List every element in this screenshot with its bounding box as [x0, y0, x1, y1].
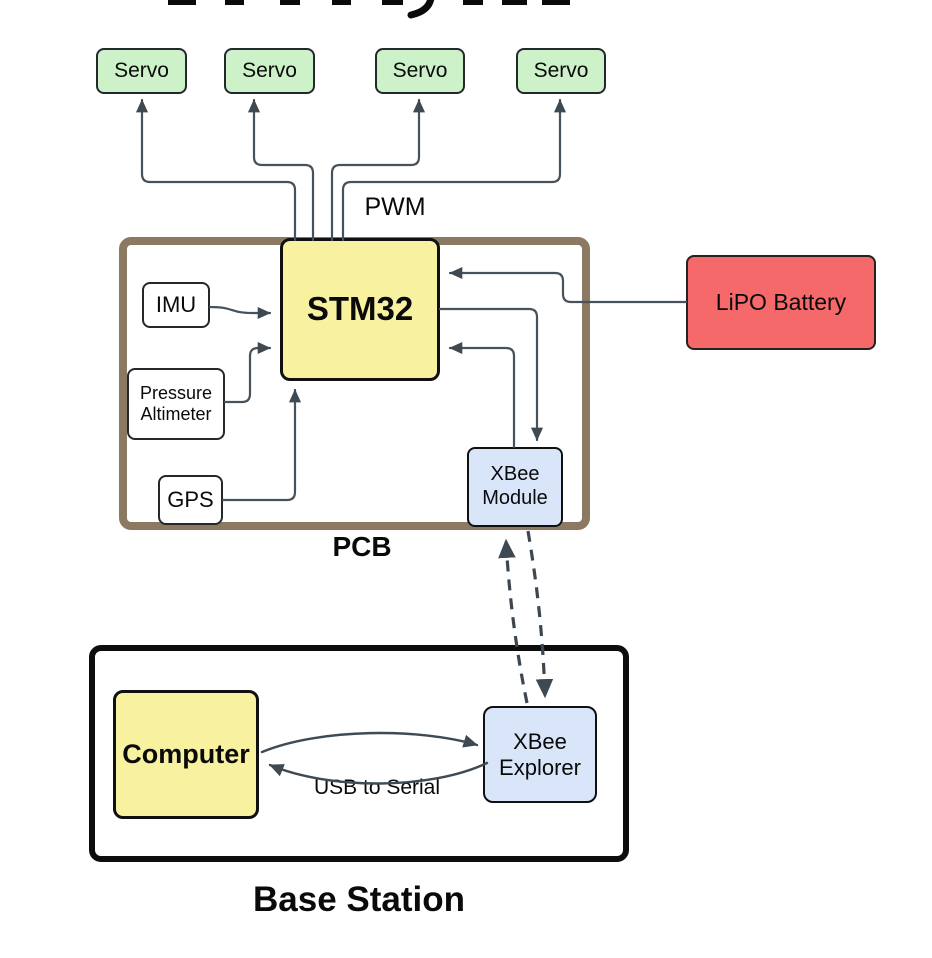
base-station-container	[89, 645, 629, 862]
computer-box: Computer	[113, 690, 259, 819]
wire-pwm-servo1	[135, 98, 297, 242]
usb-to-serial-label: USB to Serial	[313, 776, 441, 799]
lipo-battery-box: LiPO Battery	[686, 255, 876, 350]
wire-pwm-servo2	[247, 98, 315, 242]
base-station-label: Base Station	[253, 880, 465, 919]
servo-box-2: Servo	[224, 48, 315, 94]
pressure-altimeter-box: Pressure Altimeter	[127, 368, 225, 440]
xbee-explorer-box: XBee Explorer	[483, 706, 597, 803]
pwm-label: PWM	[364, 193, 426, 221]
cropped-title-fragments	[168, 0, 570, 19]
servo-box-3: Servo	[375, 48, 465, 94]
xbee-module-box: XBee Module	[467, 447, 563, 527]
servo-box-4: Servo	[516, 48, 606, 94]
servo-box-1: Servo	[96, 48, 187, 94]
stm32-box: STM32	[280, 238, 440, 381]
gps-box: GPS	[158, 475, 223, 525]
imu-box: IMU	[142, 282, 210, 328]
pcb-label: PCB	[332, 531, 392, 562]
